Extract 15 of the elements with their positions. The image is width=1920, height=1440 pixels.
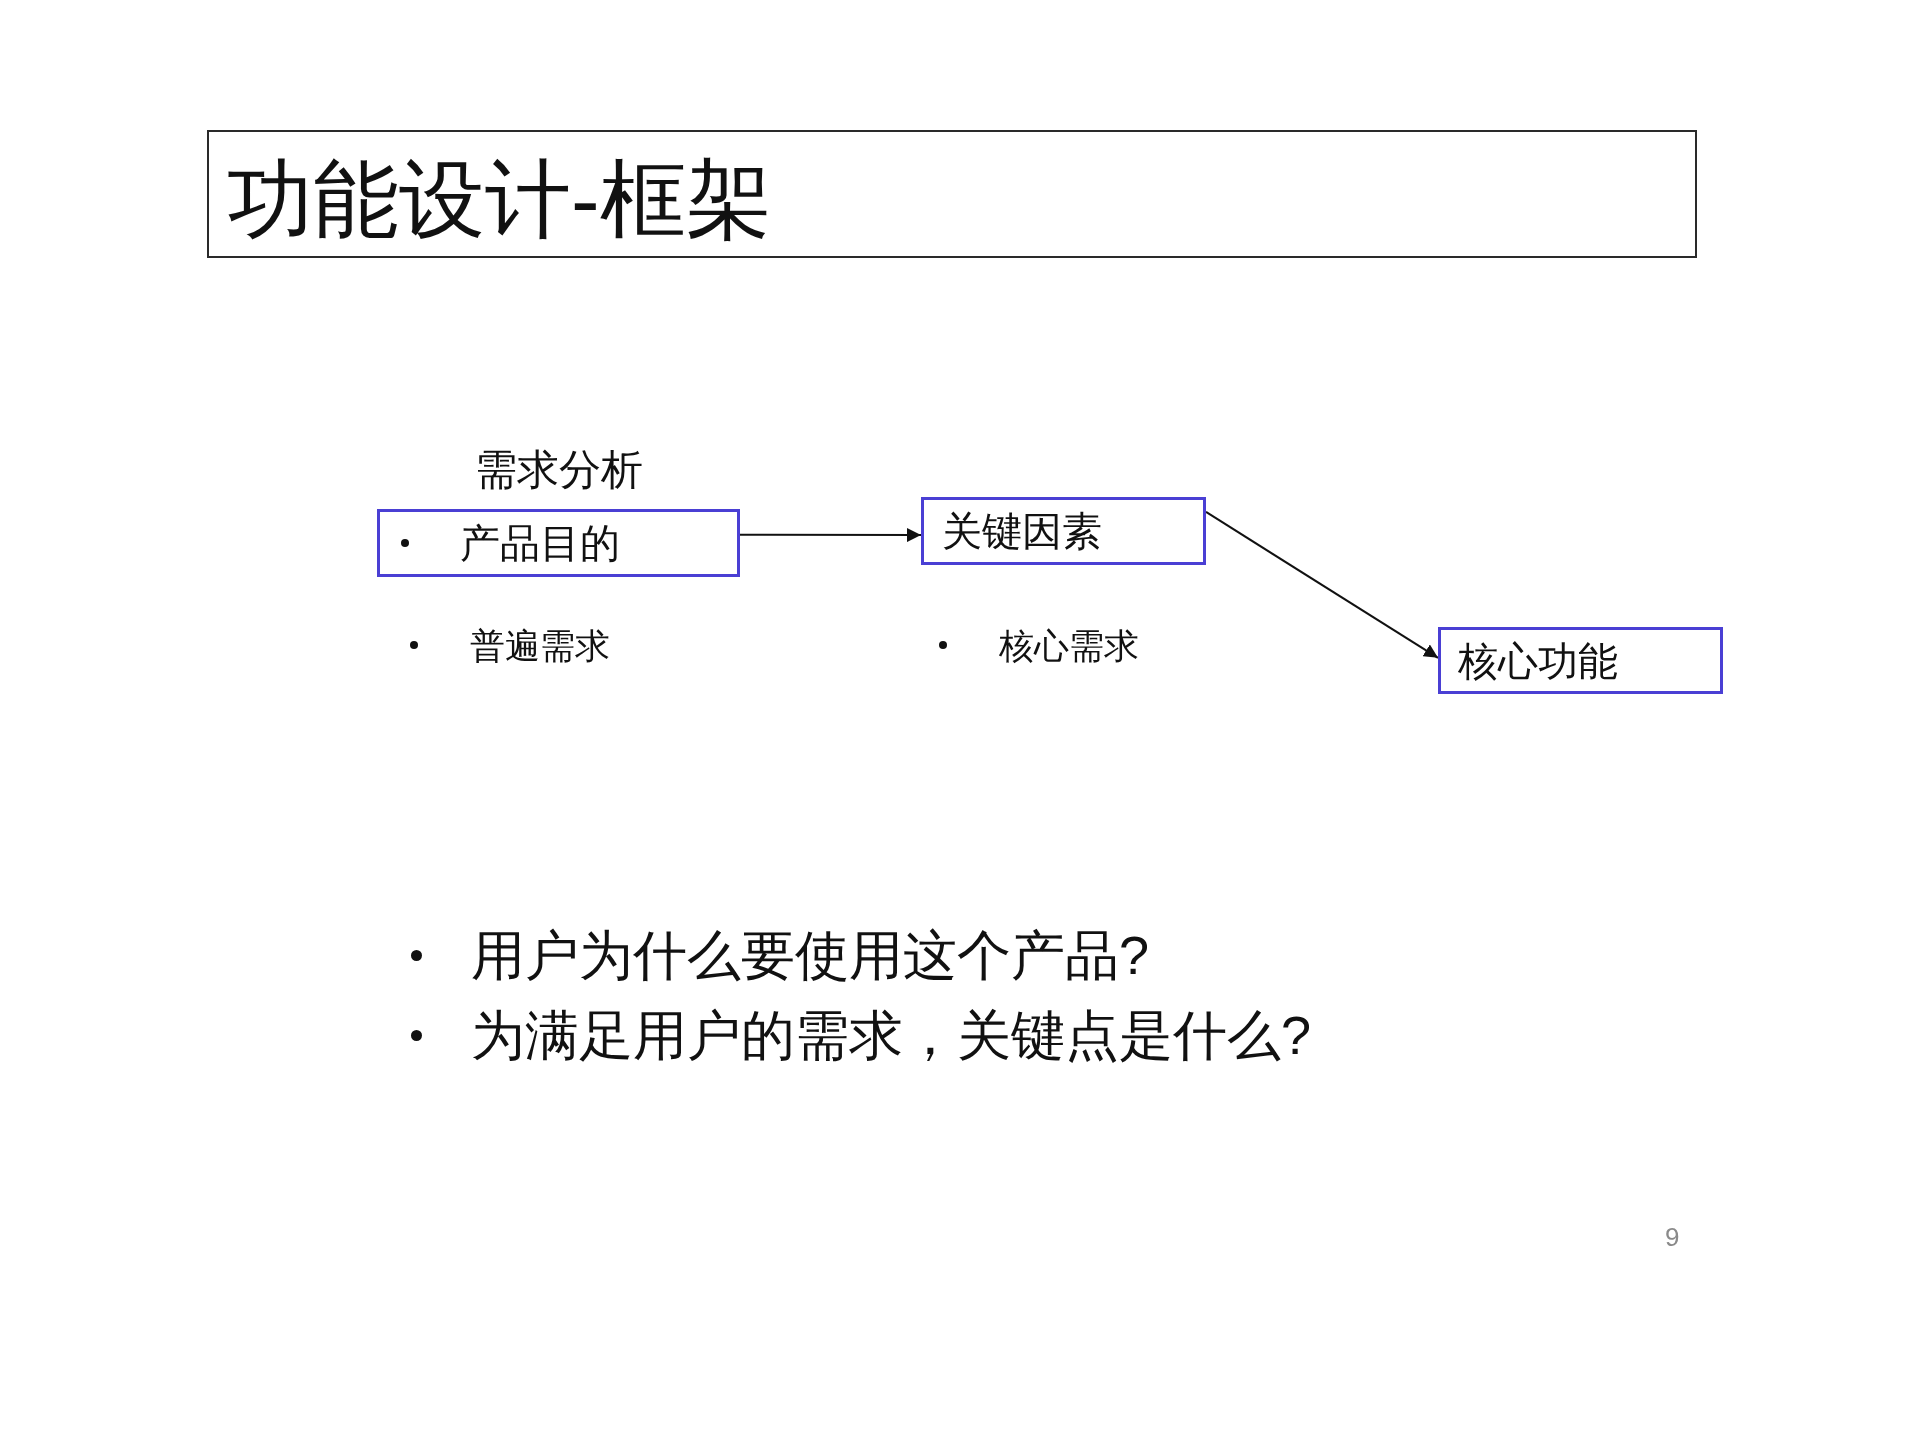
section-heading: 需求分析: [475, 449, 643, 491]
question-text: 为满足用户的需求，关键点是什么?: [471, 1008, 1312, 1062]
box-label: 产品目的: [460, 523, 620, 563]
box-label: 核心功能: [1458, 640, 1618, 681]
process-box: [921, 497, 1206, 565]
question-text: 用户为什么要使用这个产品?: [471, 928, 1150, 982]
process-box: [1438, 627, 1723, 694]
arrow: [1205, 510, 1439, 659]
arrow: [739, 528, 922, 543]
bullet-item: 普遍需求: [470, 627, 610, 663]
bullet-item: 核心需求: [999, 627, 1139, 663]
slide-title: 功能设计-框架: [227, 156, 772, 242]
process-box: [377, 509, 740, 577]
page-number: 9: [1665, 1224, 1680, 1250]
box-label: 关键因素: [942, 511, 1102, 551]
